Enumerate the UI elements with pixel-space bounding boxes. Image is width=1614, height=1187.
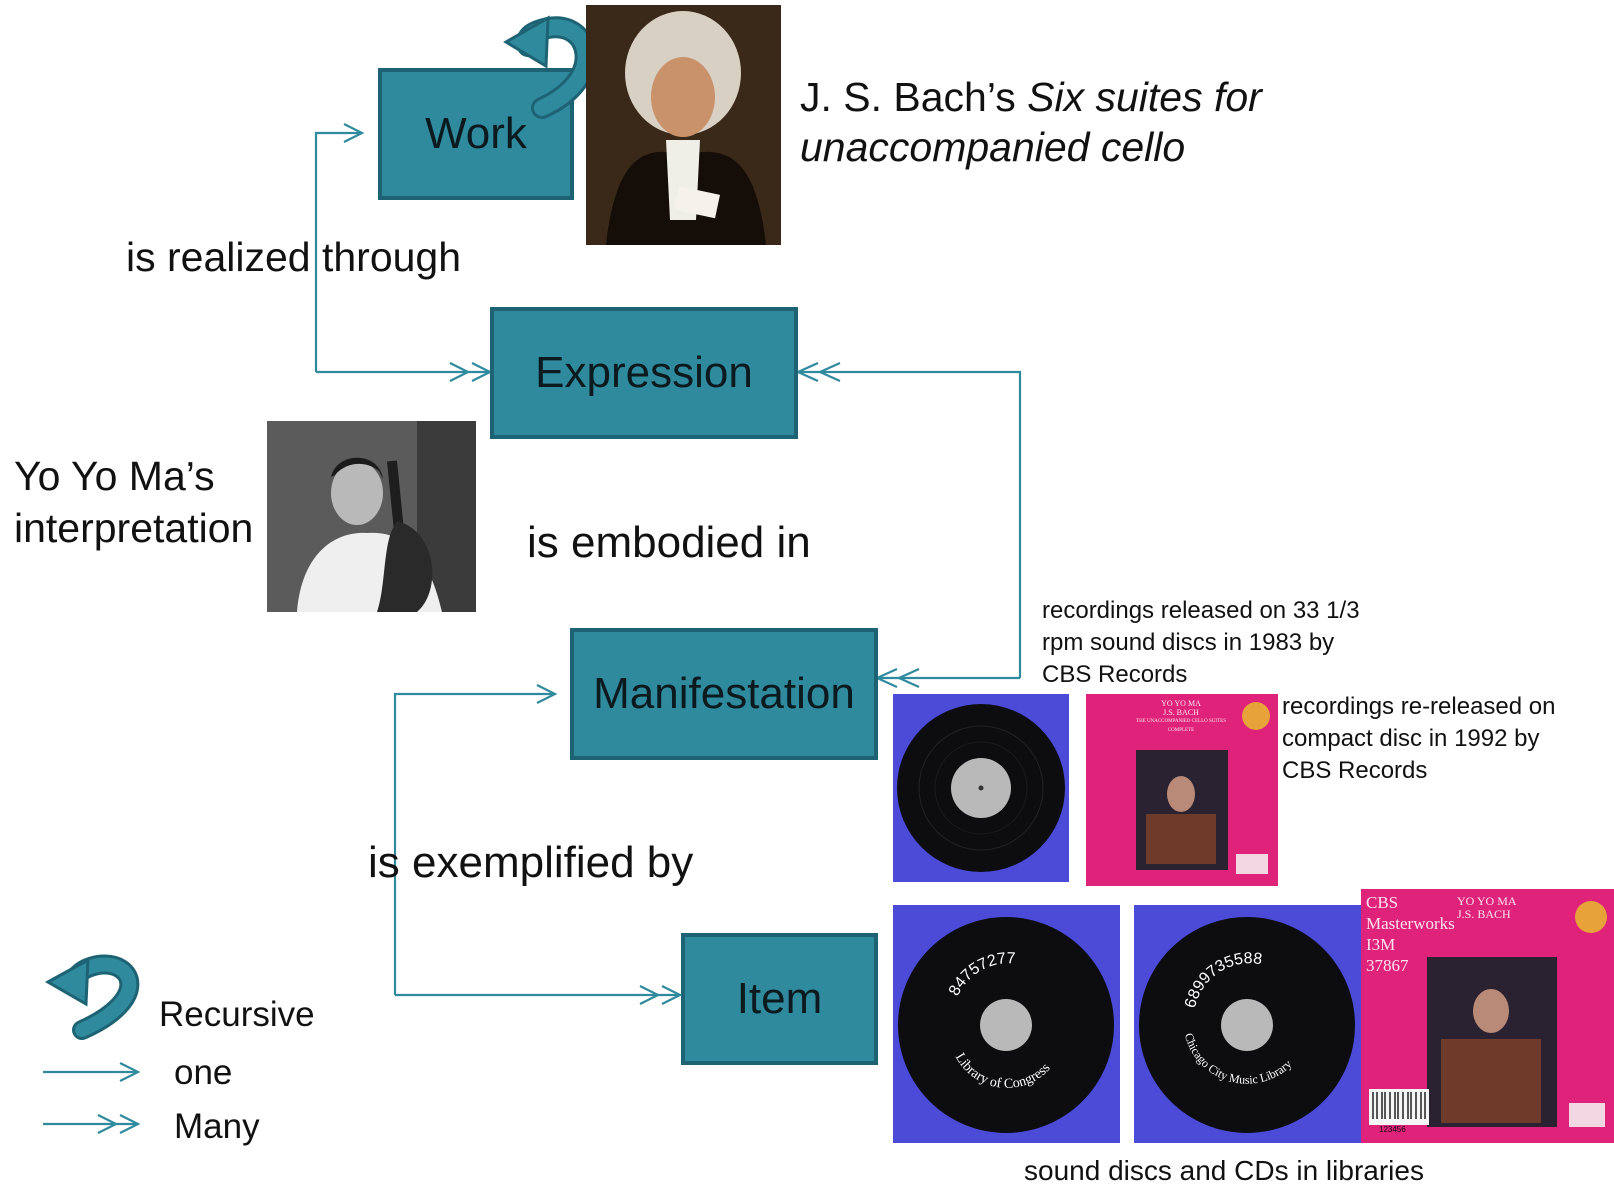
work-box: Work bbox=[378, 68, 574, 200]
cd-item-composer: J.S. BACH bbox=[1457, 907, 1511, 921]
cd-release-text: recordings re-released on compact disc i… bbox=[1282, 691, 1555, 787]
cd-item-label-3: I3M bbox=[1366, 935, 1396, 954]
items-caption: sound discs and CDs in libraries bbox=[1024, 1155, 1424, 1186]
bach-portrait bbox=[586, 5, 781, 245]
lp-record-image bbox=[893, 694, 1069, 882]
manifestation-box: Manifestation bbox=[570, 628, 878, 760]
cd-cover-title: THE UNACCOMPANIED CELLO SUITES bbox=[1136, 719, 1226, 724]
lp-release-line-2: rpm sound discs in 1983 by bbox=[1042, 629, 1335, 656]
cd-release-line-2: compact disc in 1992 by bbox=[1282, 725, 1540, 752]
cd-cover-complete: COMPLETE bbox=[1167, 728, 1195, 733]
expression-label: Expression bbox=[535, 348, 753, 397]
bach-caption: J. S. Bach’s Six suites for unaccompanie… bbox=[800, 72, 1262, 172]
cd-release-line-1: recordings re-released on bbox=[1282, 693, 1556, 720]
work-label: Work bbox=[425, 109, 527, 158]
cd-item-label-1: CBS bbox=[1366, 893, 1399, 912]
relation-exemplified: is exemplified by bbox=[368, 838, 694, 887]
legend-recursive-label: Recursive bbox=[159, 995, 315, 1034]
bach-caption-title-2: unaccompanied cello bbox=[800, 124, 1186, 170]
manifestation-label: Manifestation bbox=[593, 669, 855, 718]
lp-release-line-1: recordings released on 33 1/3 bbox=[1042, 597, 1360, 624]
item-label: Item bbox=[736, 974, 823, 1023]
bach-caption-title-1: Six suites for bbox=[1027, 74, 1262, 120]
yoyoma-caption-2: interpretation bbox=[14, 505, 254, 551]
yoyoma-caption: Yo Yo Ma’s interpretation bbox=[14, 450, 253, 554]
cd-cover-image: YO YO MA J.S. BACH THE UNACCOMPANIED CEL… bbox=[1086, 694, 1278, 886]
cd-cover-composer: J.S. BACH bbox=[1163, 708, 1199, 717]
item-box: Item bbox=[681, 933, 878, 1065]
lp-release-text: recordings released on 33 1/3 rpm sound … bbox=[1042, 595, 1360, 691]
legend-many-label: Many bbox=[174, 1107, 260, 1146]
disc-library-of-congress: 84757277 Library of Congress bbox=[893, 905, 1120, 1143]
cd-cover-artist: YO YO MA bbox=[1161, 699, 1201, 708]
cd-item-label-4: 37867 bbox=[1366, 956, 1409, 975]
cd-release-line-3: CBS Records bbox=[1282, 757, 1428, 784]
expression-box: Expression bbox=[490, 307, 798, 439]
yoyoma-caption-1: Yo Yo Ma’s bbox=[14, 453, 215, 499]
cd-item-artist: YO YO MA bbox=[1457, 894, 1517, 908]
cd-item-label-2: Masterworks bbox=[1366, 914, 1455, 933]
disc-chicago-library: 6899735588 Chicago City Music Library bbox=[1134, 905, 1361, 1143]
relation-embodied: is embodied in bbox=[527, 518, 811, 567]
cd-item-image: CBS Masterworks I3M 37867 YO YO MA J.S. … bbox=[1361, 889, 1614, 1143]
relation-realized: is realized through bbox=[126, 234, 462, 280]
cd-item-barcode-number: 123456 bbox=[1379, 1125, 1406, 1134]
bach-caption-prefix: J. S. Bach’s bbox=[800, 74, 1028, 120]
yoyoma-photo bbox=[267, 421, 476, 612]
lp-release-line-3: CBS Records bbox=[1042, 661, 1188, 688]
legend-one-label: one bbox=[174, 1053, 233, 1092]
